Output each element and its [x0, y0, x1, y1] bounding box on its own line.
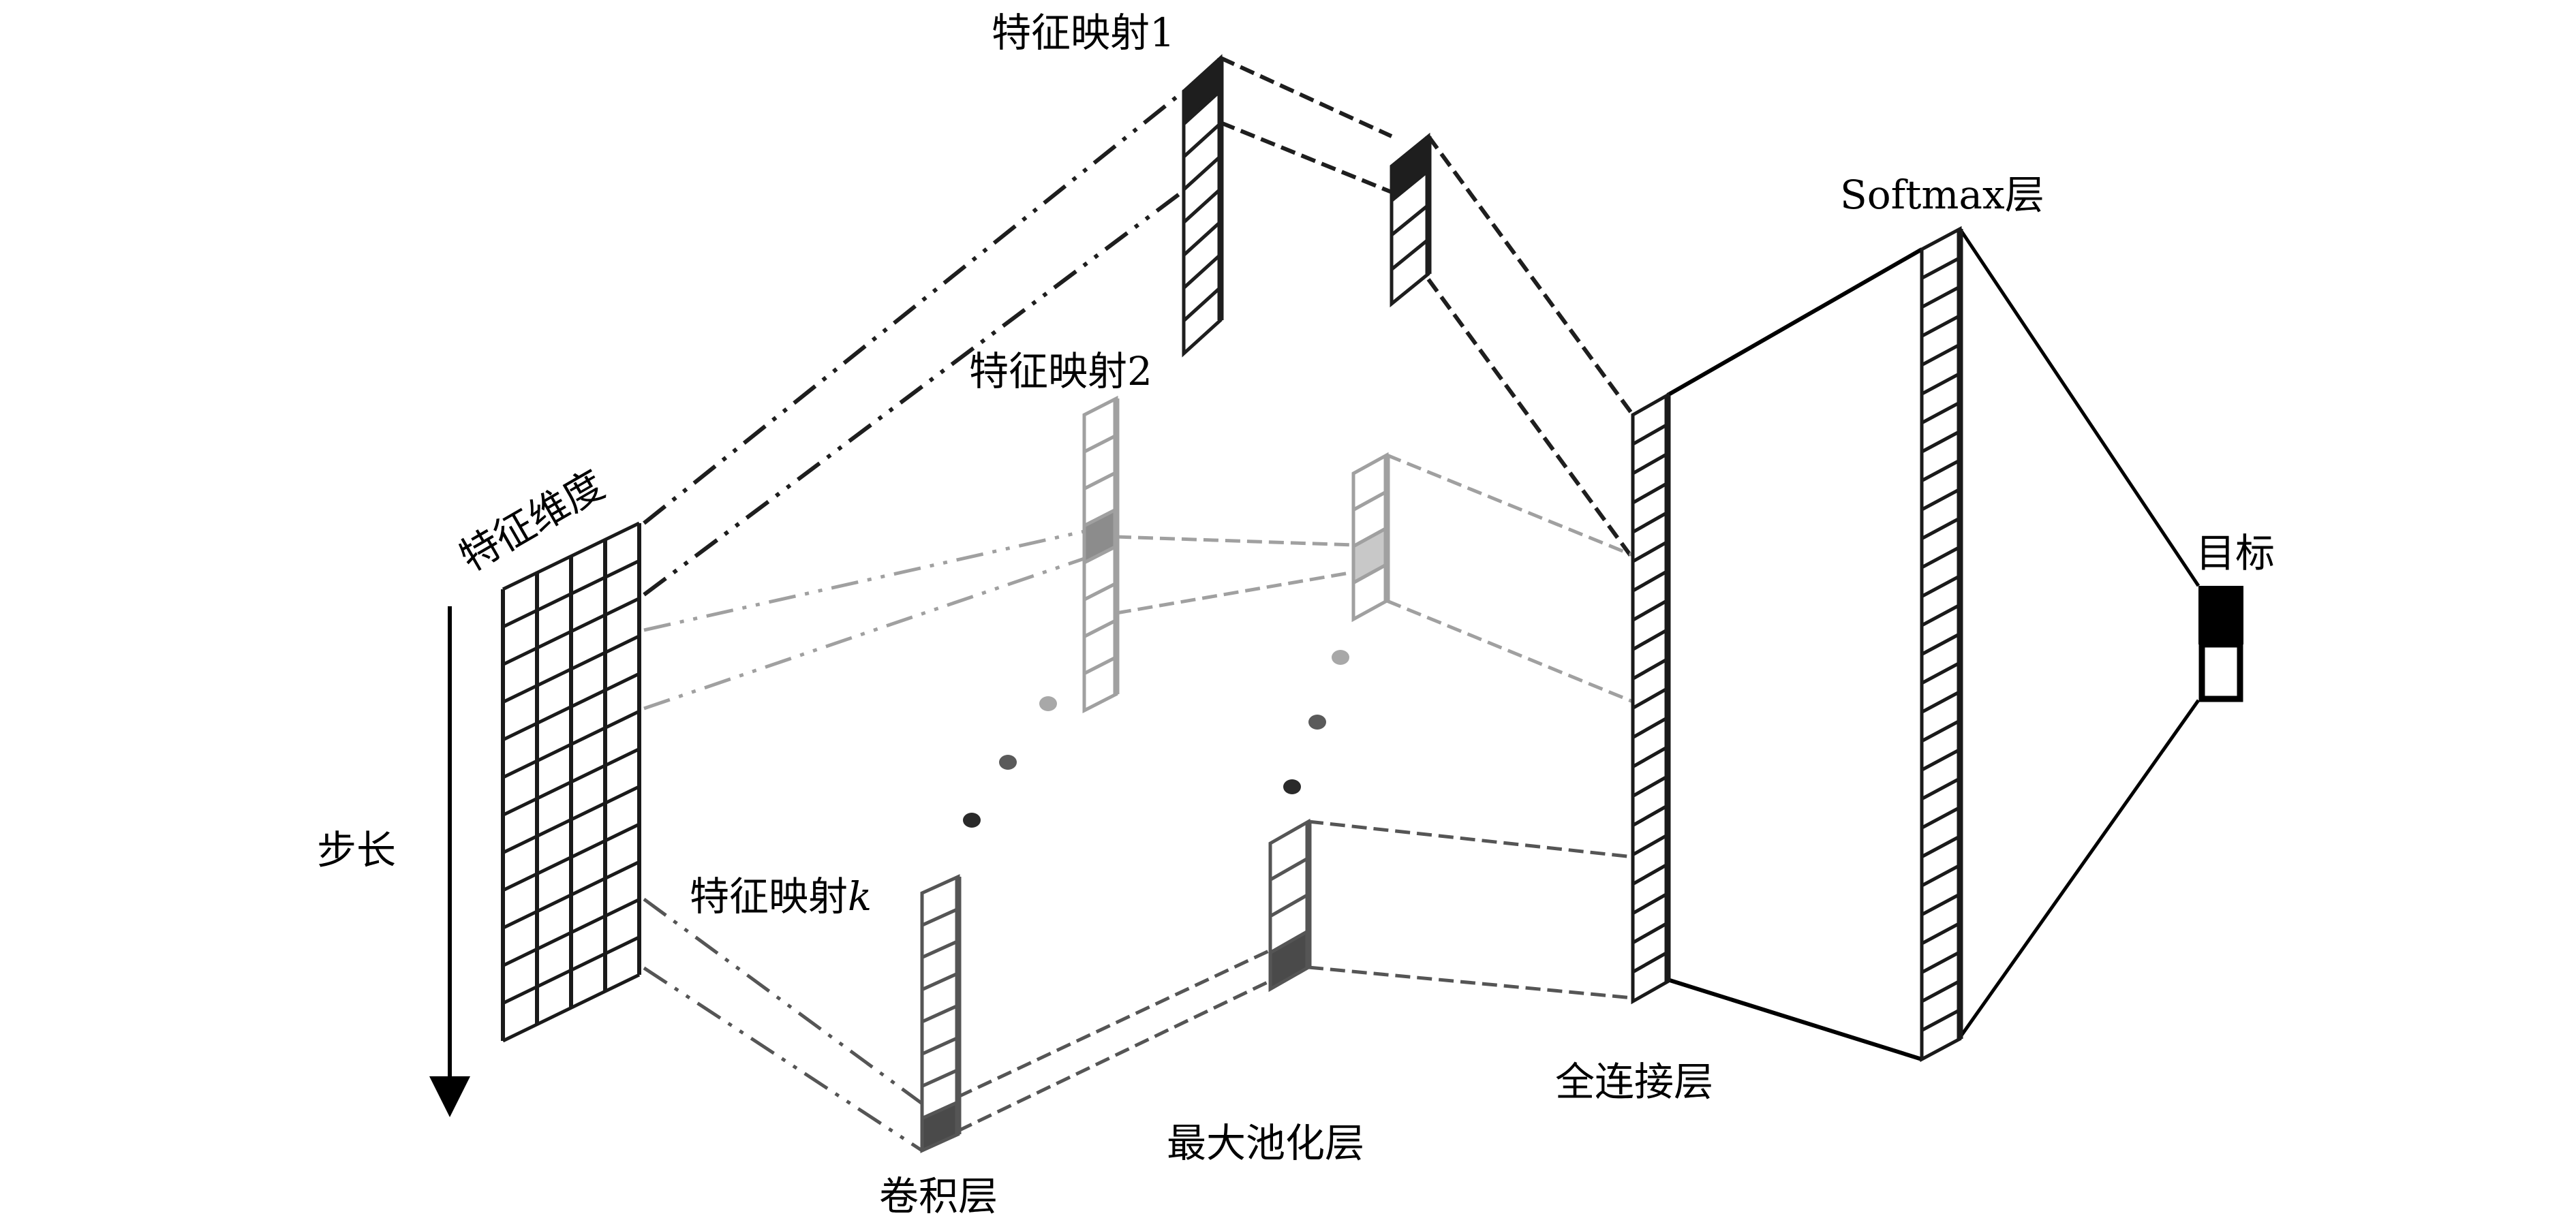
- ellipsis-dot: [1308, 715, 1326, 730]
- target-line: [1958, 699, 2201, 1039]
- conv-line-mapk: [643, 966, 923, 1153]
- layer-columns: [920, 54, 1963, 1153]
- pool-line-map2: [1116, 535, 1354, 547]
- conv-layer-label: 卷积层: [879, 1173, 998, 1218]
- fully-connected-layer-label: 全连接层: [1555, 1059, 1713, 1105]
- pool-ellipsis-dots: [1283, 650, 1349, 794]
- fc-line-pool2: [1386, 599, 1634, 704]
- conv-ellipsis-dots: [963, 696, 1057, 828]
- pooling-map-1: [1390, 132, 1432, 308]
- ellipsis-dot: [963, 813, 981, 828]
- pool-line-mapk: [957, 979, 1272, 1133]
- fc-line-pool1: [1426, 278, 1635, 560]
- target-cell-filled: [2198, 586, 2243, 644]
- softmax-line: [1667, 978, 1922, 1061]
- conv-line-map2: [643, 557, 1085, 710]
- max-pooling-layer-label: 最大池化层: [1167, 1120, 1364, 1166]
- softmax-line: [1666, 247, 1923, 397]
- target-output: [2198, 586, 2243, 702]
- feature-map-1: [1182, 54, 1224, 358]
- ellipsis-dot: [1039, 696, 1057, 711]
- stride-label: 步长: [317, 827, 396, 873]
- feature-map-1-label: 特征映射1: [992, 10, 1175, 56]
- target-label: 目标: [2196, 530, 2275, 576]
- ellipsis-dot: [1332, 650, 1349, 665]
- conv-line-map2: [643, 529, 1085, 632]
- pool-line-mapk: [957, 948, 1272, 1099]
- fc-line-poolk: [1308, 965, 1634, 1000]
- feature-map-k: [920, 874, 962, 1153]
- conv-line-map1: [643, 89, 1185, 525]
- pool-line-map1: [1219, 121, 1393, 194]
- conv-line-map1: [643, 189, 1185, 597]
- feature-map-k-index: k: [848, 873, 872, 920]
- connection-lines: [643, 56, 2201, 1153]
- pooling-map-k: [1268, 818, 1312, 993]
- feature-dimension-label: 特征维度: [452, 461, 612, 580]
- target-line: [1958, 228, 2201, 587]
- target-cell-empty: [2198, 641, 2243, 702]
- conv-line-mapk: [643, 897, 923, 1106]
- feature-map-2: [1082, 395, 1120, 714]
- softmax-layer-label: Softmax层: [1840, 172, 2044, 218]
- softmax-layer: [1920, 225, 1963, 1063]
- fc-line-poolk: [1308, 819, 1634, 859]
- fc-line-pool1: [1426, 135, 1635, 416]
- feature-map-2-label: 特征映射2: [969, 348, 1152, 394]
- pool-line-map2: [1116, 570, 1354, 615]
- feature-map-k-prefix: 特征映射: [690, 873, 848, 920]
- input-feature-matrix: [501, 521, 641, 1043]
- pooling-map-2: [1351, 452, 1390, 623]
- pool-line-map1: [1219, 56, 1393, 138]
- ellipsis-dot: [1283, 779, 1301, 794]
- fully-connected-layer: [1631, 392, 1671, 1005]
- fc-line-pool2: [1386, 453, 1634, 557]
- ellipsis-dot: [999, 755, 1017, 770]
- feature-map-k-label: 特征映射k: [690, 873, 872, 920]
